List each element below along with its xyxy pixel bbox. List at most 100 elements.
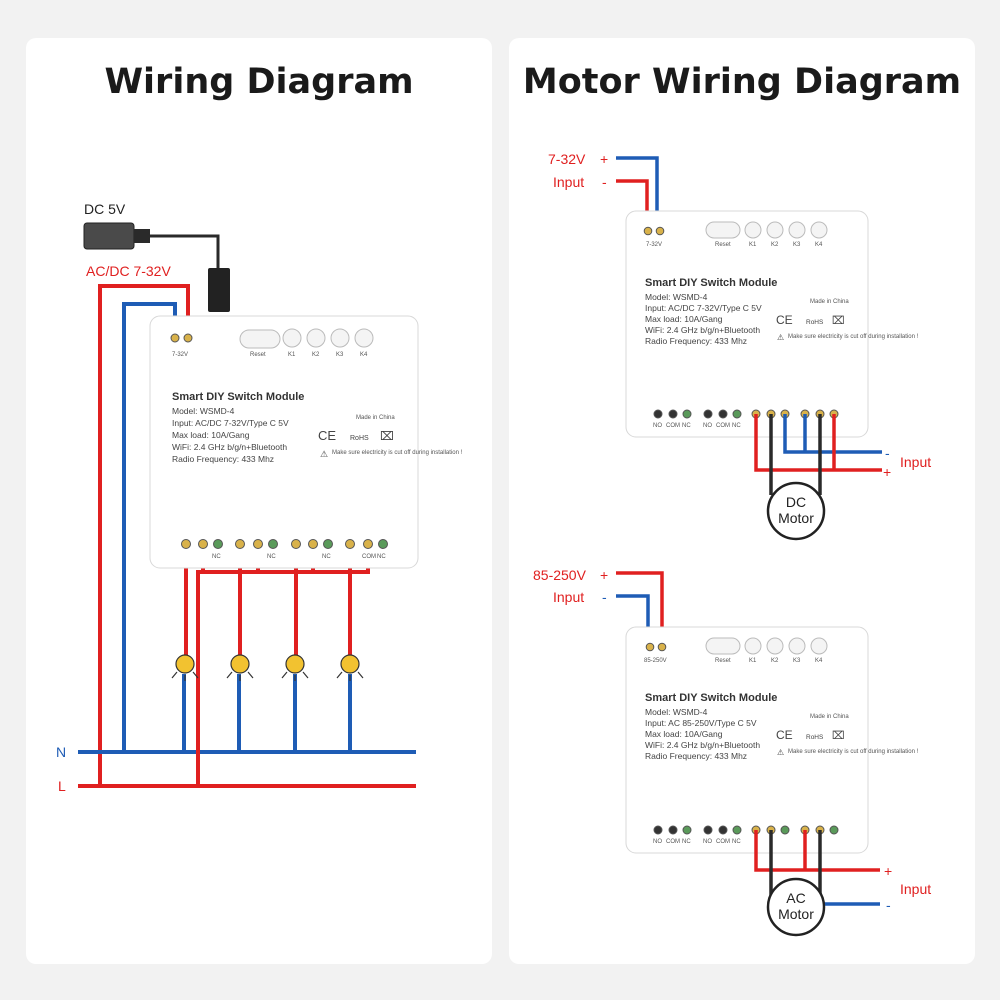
k3-button[interactable] [330, 328, 350, 348]
svg-text:NC: NC [267, 554, 276, 560]
ac-input-label: Input [553, 589, 584, 605]
type-c-plug [208, 268, 230, 312]
svg-text:Made in China: Made in China [810, 714, 849, 720]
svg-text:K4: K4 [360, 352, 368, 358]
svg-text:NC: NC [377, 554, 386, 560]
svg-text:Reset: Reset [250, 352, 266, 358]
svg-text:NO: NO [653, 423, 662, 429]
svg-text:Smart DIY Switch Module: Smart DIY Switch Module [645, 692, 777, 704]
relay-terminals [653, 409, 839, 419]
k4-button[interactable] [810, 637, 828, 655]
reset-button[interactable] [705, 637, 741, 655]
k1-button[interactable] [744, 221, 762, 239]
svg-text:7-32V: 7-32V [646, 242, 662, 248]
svg-text:K4: K4 [815, 242, 823, 248]
relay-terminals [181, 539, 388, 549]
svg-text:Smart DIY Switch Module: Smart DIY Switch Module [645, 277, 777, 289]
k2-button[interactable] [306, 328, 326, 348]
reset-button[interactable] [705, 221, 741, 239]
svg-text:NO: NO [703, 423, 712, 429]
switch-module-ac: 85-250V Reset K1 K2 K3 K4 Smart DIY Swit… [625, 626, 919, 854]
svg-text:K4: K4 [815, 658, 823, 664]
svg-text:Max load: 10A/Gang: Max load: 10A/Gang [645, 314, 723, 324]
svg-text:+: + [600, 567, 608, 583]
bulb-icon [281, 654, 309, 681]
svg-text:Model: WSMD-4: Model: WSMD-4 [645, 707, 708, 717]
svg-text:Make sure electricity is cut o: Make sure electricity is cut off during … [332, 450, 463, 456]
line-feed-wire [98, 284, 190, 786]
k4-button[interactable] [354, 328, 374, 348]
svg-text:NC: NC [682, 839, 691, 845]
svg-text:COM: COM [666, 839, 680, 845]
weee-icon: ⌧ [832, 729, 845, 742]
ce-mark-icon: CE [776, 728, 793, 742]
svg-text:Radio Frequency: 433 Mhz: Radio Frequency: 433 Mhz [172, 454, 274, 464]
k2-button[interactable] [766, 221, 784, 239]
svg-text:Radio Frequency: 433 Mhz: Radio Frequency: 433 Mhz [645, 336, 747, 346]
svg-text:K3: K3 [793, 242, 801, 248]
svg-text:+: + [884, 863, 892, 879]
svg-text:WiFi: 2.4 GHz b/g/n+Bluetooth: WiFi: 2.4 GHz b/g/n+Bluetooth [645, 325, 760, 335]
module-title: Smart DIY Switch Module [172, 391, 304, 403]
svg-text:K2: K2 [771, 242, 779, 248]
k1-button[interactable] [282, 328, 302, 348]
svg-text:85-250V: 85-250V [644, 658, 667, 664]
bulb-icon [336, 654, 364, 681]
svg-text:K1: K1 [749, 242, 757, 248]
usb-plug-neck [134, 229, 150, 243]
ac-live-input-wire [616, 571, 664, 640]
svg-text:Make sure electricity is cut o: Make sure electricity is cut off during … [788, 334, 919, 340]
svg-text:+: + [600, 151, 608, 167]
k3-button[interactable] [788, 221, 806, 239]
k1-button[interactable] [744, 637, 762, 655]
svg-text:NC: NC [732, 423, 741, 429]
switch-module-main: 7-32V Reset K1 K2 K3 K4 Smart DIY Switch… [149, 315, 463, 569]
svg-text:Input: AC 85-250V/Type C 5V: Input: AC 85-250V/Type C 5V [645, 718, 757, 728]
svg-text:COM: COM [716, 423, 730, 429]
svg-text:NC: NC [212, 554, 221, 560]
ac-neutral-input-wire [616, 594, 650, 640]
svg-text:Reset: Reset [715, 658, 731, 664]
svg-text:NO: NO [653, 839, 662, 845]
svg-text:NO: NO [703, 839, 712, 845]
svg-text:Model: WSMD-4: Model: WSMD-4 [172, 406, 235, 416]
svg-text:Motor: Motor [778, 906, 814, 922]
usb-wire [150, 234, 220, 270]
reset-button[interactable] [239, 329, 281, 349]
acdc-label: AC/DC 7-32V [86, 263, 171, 279]
input-terminal-label: 7-32V [172, 352, 188, 358]
weee-icon: ⌧ [380, 429, 394, 443]
svg-text:NC: NC [682, 423, 691, 429]
rohs-icon: RoHS [806, 734, 824, 741]
svg-text:COM: COM [666, 423, 680, 429]
rohs-icon: RoHS [350, 435, 369, 442]
k4-button[interactable] [810, 221, 828, 239]
svg-text:DC: DC [786, 494, 806, 510]
motor-wiring-title: Motor Wiring Diagram [522, 62, 962, 102]
svg-text:Max load: 10A/Gang: Max load: 10A/Gang [645, 729, 723, 739]
bulb-icon [226, 654, 254, 681]
usb-plug [83, 222, 135, 250]
svg-text:Input: AC/DC 7-32V/Type C 5V: Input: AC/DC 7-32V/Type C 5V [172, 418, 289, 428]
svg-text:K2: K2 [312, 352, 320, 358]
dc5v-label: DC 5V [84, 201, 126, 217]
svg-text:K2: K2 [771, 658, 779, 664]
svg-text:-: - [885, 445, 890, 461]
svg-text:Made in China: Made in China [356, 415, 395, 421]
k3-button[interactable] [788, 637, 806, 655]
svg-text:-: - [602, 589, 607, 605]
svg-text:Made in China: Made in China [810, 299, 849, 305]
svg-text:K3: K3 [793, 658, 801, 664]
svg-text:K1: K1 [288, 352, 296, 358]
svg-text:Model: WSMD-4: Model: WSMD-4 [645, 292, 708, 302]
k2-button[interactable] [766, 637, 784, 655]
dc-motor-icon: DC Motor [766, 481, 826, 541]
switch-module-dc: 7-32V Reset K1 K2 K3 K4 Smart DIY Switch… [625, 210, 919, 438]
warning-icon: ⚠ [777, 748, 784, 757]
svg-text:-: - [886, 897, 891, 913]
svg-text:COM: COM [362, 554, 376, 560]
dc-positive-input-wire [616, 156, 659, 224]
weee-icon: ⌧ [832, 314, 845, 327]
svg-text:-: - [602, 174, 607, 190]
rohs-icon: RoHS [806, 319, 824, 326]
